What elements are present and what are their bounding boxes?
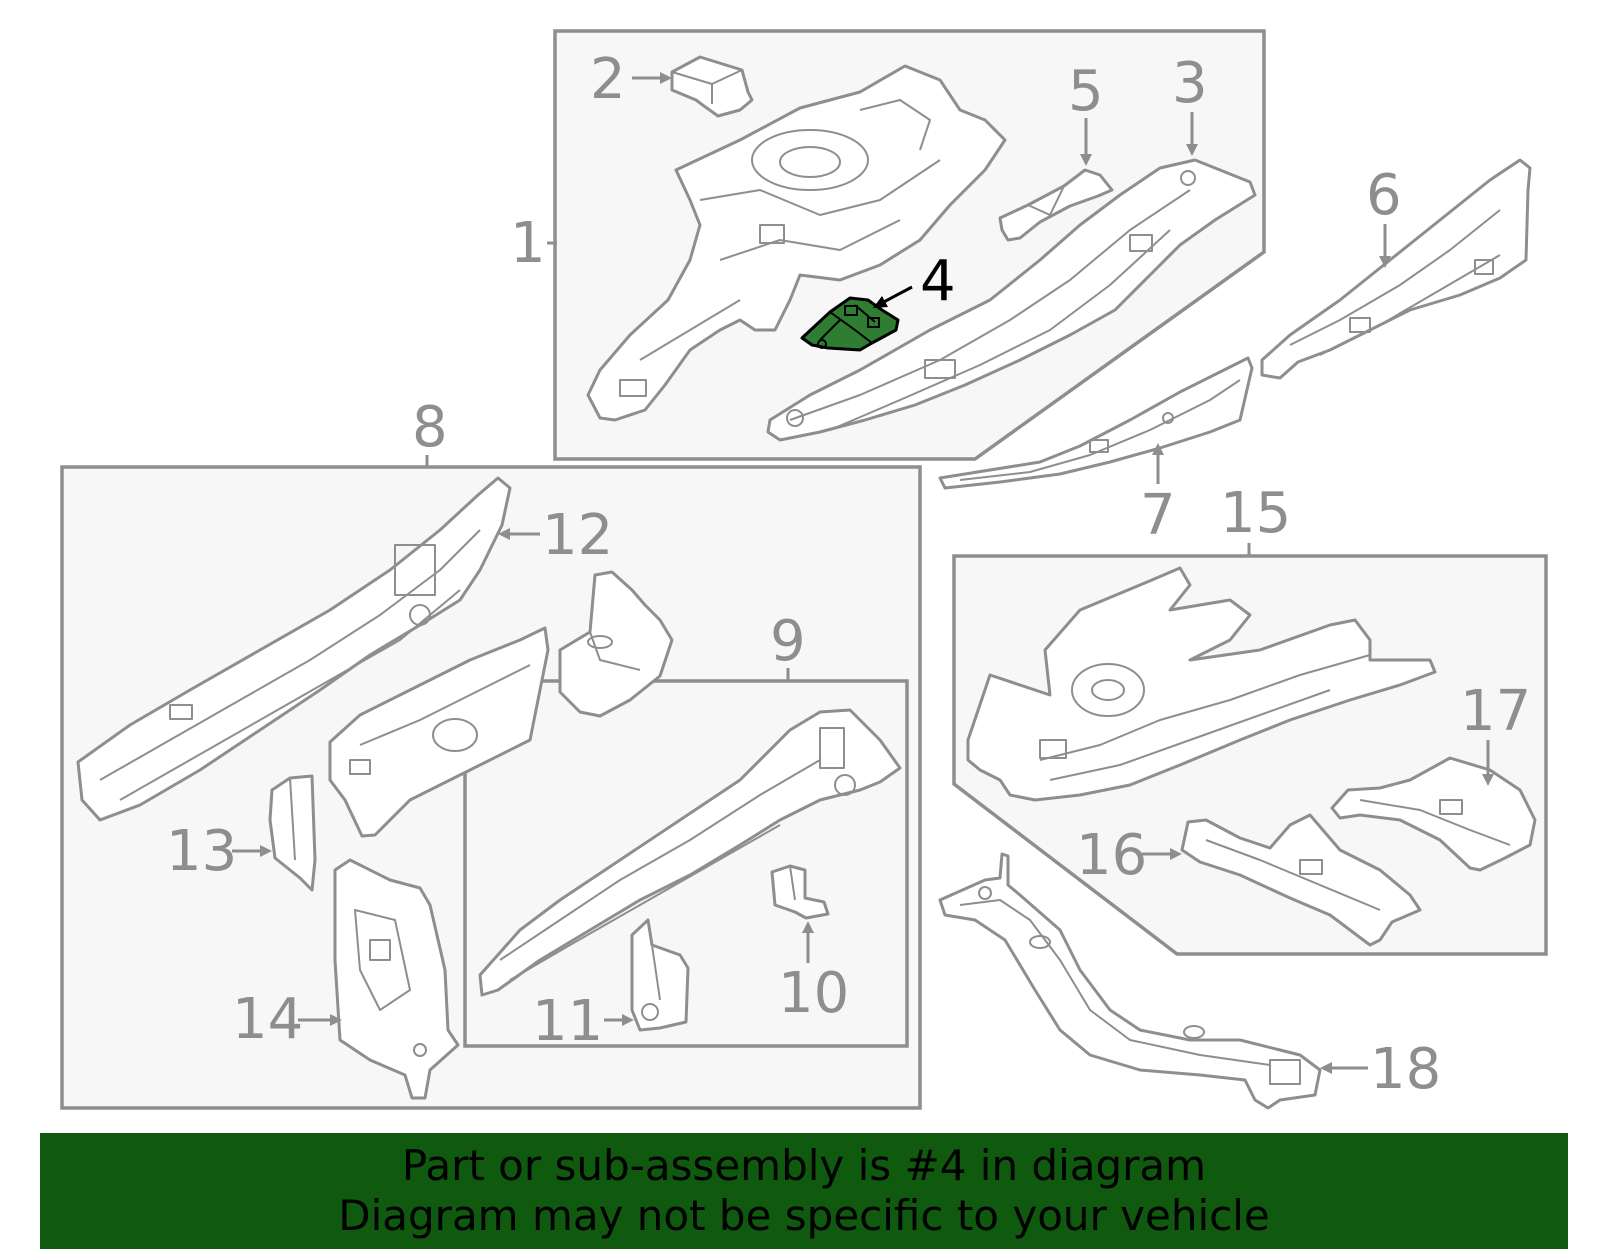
banner-line-2: Diagram may not be specific to your vehi… — [338, 1191, 1270, 1240]
part-10-bracket — [770, 864, 830, 920]
part-5-bracket — [998, 168, 1114, 242]
part-4-highlighted-bracket — [800, 296, 900, 352]
part-14-panel — [333, 858, 460, 1100]
callout-18: 18 — [1370, 1037, 1441, 1102]
callout-6: 6 — [1366, 163, 1402, 228]
callout-3: 3 — [1172, 51, 1208, 116]
banner-line-1: Part or sub-assembly is #4 in diagram — [401, 1141, 1207, 1190]
callout-5: 5 — [1068, 59, 1104, 124]
part-9-front-lower-member — [478, 708, 902, 997]
callout-13: 13 — [166, 819, 237, 884]
callout-2: 2 — [590, 47, 626, 112]
part-11-bracket — [630, 918, 690, 1032]
callout-15: 15 — [1220, 481, 1291, 546]
callout-8: 8 — [412, 395, 448, 460]
callout-14: 14 — [232, 987, 303, 1052]
part-1-rear-floor-panel — [586, 64, 1007, 422]
callout-16: 16 — [1076, 823, 1147, 888]
part-8-upper-bracket — [558, 570, 674, 718]
callout-4: 4 — [920, 249, 956, 314]
part-8-reinforcement-panel — [328, 626, 550, 838]
part-16-rear-member — [1180, 813, 1422, 947]
part-17-rear-member — [1330, 756, 1537, 872]
callout-10: 10 — [778, 961, 849, 1026]
part-6-rail-extension — [1260, 158, 1532, 380]
notice-banner: Part or sub-assembly is #4 in diagram Di… — [40, 1133, 1568, 1249]
part-12-front-side-member — [76, 476, 512, 822]
callout-17: 17 — [1460, 679, 1531, 744]
part-18-crossmember — [938, 852, 1322, 1110]
part-13-bracket — [268, 774, 317, 892]
part-3-rear-side-member — [766, 158, 1257, 442]
callout-labels: 1 2 3 4 5 6 7 8 9 10 11 12 13 14 15 16 1… — [166, 47, 1531, 1102]
callout-12: 12 — [542, 503, 613, 568]
leader-lines — [232, 72, 1494, 1074]
part-7-side-member — [938, 356, 1254, 490]
callout-7: 7 — [1140, 483, 1176, 548]
part-2-bracket — [670, 55, 754, 118]
part-15-rear-floor-assembly — [966, 566, 1437, 802]
callout-1: 1 — [510, 211, 546, 276]
callout-11: 11 — [532, 989, 603, 1054]
callout-9: 9 — [770, 609, 806, 674]
